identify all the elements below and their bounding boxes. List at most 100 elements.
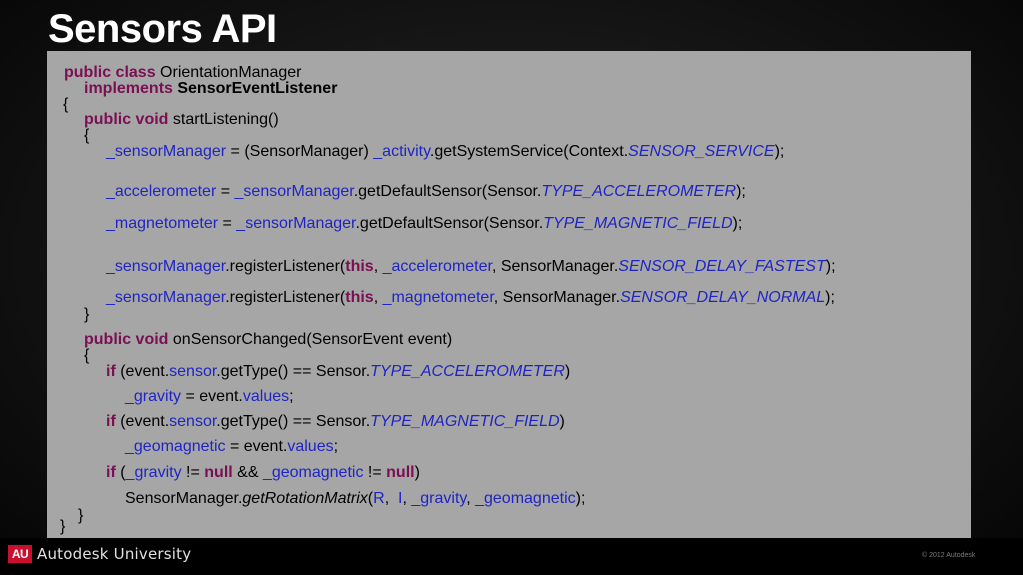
code-text: ) bbox=[559, 413, 565, 430]
code-line-on-sensor-changed: public void onSensorChanged(SensorEvent … bbox=[84, 331, 452, 349]
code-keyword: if bbox=[106, 464, 121, 481]
code-field: _gravity bbox=[125, 464, 182, 481]
code-field: sensor bbox=[169, 413, 217, 430]
code-line-register-magnetometer: _sensorManager.registerListener(this, _m… bbox=[106, 289, 835, 307]
code-text: .getDefaultSensor(Sensor. bbox=[353, 183, 542, 200]
code-text: ); bbox=[575, 490, 586, 507]
code-field: _magnetometer bbox=[382, 289, 494, 306]
code-text: != bbox=[181, 464, 205, 481]
code-text: .registerListener( bbox=[225, 258, 346, 275]
code-field: _activity bbox=[373, 143, 430, 160]
code-field: _magnetometer bbox=[106, 215, 219, 232]
autodesk-university-logo-icon: AU bbox=[8, 545, 32, 563]
code-text: = event. bbox=[225, 438, 288, 455]
code-text: , bbox=[373, 258, 383, 275]
code-line-get-accelerometer: _accelerometer = _sensorManager.getDefau… bbox=[106, 183, 746, 201]
code-line-if-not-null: if (_gravity != null && _geomagnetic != … bbox=[106, 464, 420, 482]
brace-close-start-listening: } bbox=[84, 306, 90, 323]
code-text: (event. bbox=[120, 413, 170, 430]
code-field: _sensorManager bbox=[106, 258, 226, 275]
code-line-assign-geomagnetic: _geomagnetic = event.values; bbox=[125, 438, 338, 456]
code-text: OrientationManager bbox=[160, 64, 302, 81]
code-line-get-magnetometer: _magnetometer = _sensorManager.getDefaul… bbox=[106, 215, 742, 233]
code-text: != bbox=[363, 464, 387, 481]
code-constant: TYPE_ACCELEROMETER bbox=[370, 363, 565, 380]
code-text: .getType() == Sensor. bbox=[216, 413, 371, 430]
code-text: onSensorChanged(SensorEvent event) bbox=[172, 331, 453, 348]
code-text: ) bbox=[414, 464, 420, 481]
code-keyword: if bbox=[106, 363, 121, 380]
code-line-get-system-service: _sensorManager = (SensorManager) _activi… bbox=[106, 143, 784, 161]
code-line-get-rotation-matrix: SensorManager.getRotationMatrix(R, I, _g… bbox=[125, 490, 585, 508]
code-text: ( bbox=[120, 464, 126, 481]
code-panel bbox=[47, 51, 971, 549]
code-text: , bbox=[373, 289, 383, 306]
code-field: values bbox=[242, 388, 290, 405]
code-line-assign-gravity: _gravity = event.values; bbox=[125, 388, 294, 406]
code-text: startListening() bbox=[172, 111, 279, 128]
code-constant: SENSOR_SERVICE bbox=[628, 143, 775, 160]
code-text: ) bbox=[564, 363, 571, 380]
footer-bar bbox=[0, 538, 1023, 575]
code-field: I bbox=[398, 490, 403, 507]
code-text: , bbox=[402, 490, 412, 507]
code-field: _sensorManager bbox=[106, 289, 226, 306]
code-constant: TYPE_MAGNETIC_FIELD bbox=[543, 215, 733, 232]
code-constant: SENSOR_DELAY_FASTEST bbox=[618, 258, 826, 275]
code-field: _sensorManager bbox=[236, 215, 356, 232]
code-text: ); bbox=[736, 183, 746, 200]
code-text: = (SensorManager) bbox=[226, 143, 374, 160]
code-keyword: this bbox=[345, 289, 374, 306]
brace-open-on-sensor-changed: { bbox=[84, 347, 90, 364]
code-type: SensorEventListener bbox=[177, 80, 338, 97]
footer-brand: Autodesk University bbox=[37, 545, 192, 563]
code-field: _geomagnetic bbox=[262, 464, 364, 481]
code-constant: SENSOR_DELAY_NORMAL bbox=[620, 289, 826, 306]
code-text: = event. bbox=[181, 388, 243, 405]
code-text: , SensorManager. bbox=[493, 289, 621, 306]
code-text: ); bbox=[774, 143, 785, 160]
code-method: getRotationMatrix bbox=[242, 490, 368, 507]
code-field: _sensorManager bbox=[106, 143, 227, 160]
code-text: .getDefaultSensor(Sensor. bbox=[355, 215, 544, 232]
code-text: SensorManager. bbox=[125, 490, 243, 507]
code-line-class-declaration: public class OrientationManager bbox=[64, 64, 301, 82]
code-constant: TYPE_ACCELEROMETER bbox=[541, 183, 737, 200]
code-text: .getType() == Sensor. bbox=[216, 363, 371, 380]
code-text: (event. bbox=[120, 363, 170, 380]
code-keyword: public void bbox=[84, 111, 173, 128]
code-line-if-magnetic-field: if (event.sensor.getType() == Sensor.TYP… bbox=[106, 413, 565, 431]
code-text: ); bbox=[732, 215, 743, 232]
slide-title: Sensors API bbox=[48, 7, 277, 51]
brace-open-class: { bbox=[63, 96, 69, 113]
code-line-if-accelerometer: if (event.sensor.getType() == Sensor.TYP… bbox=[106, 363, 570, 381]
code-field: _sensorManager bbox=[234, 183, 354, 200]
code-keyword: if bbox=[106, 413, 121, 430]
code-text: ; bbox=[289, 388, 294, 405]
code-constant: TYPE_MAGNETIC_FIELD bbox=[370, 413, 560, 430]
code-text: ); bbox=[825, 258, 836, 275]
code-field: _accelerometer bbox=[382, 258, 492, 275]
footer-copyright: © 2012 Autodesk bbox=[922, 552, 976, 559]
code-text: , bbox=[466, 490, 476, 507]
code-field: values bbox=[287, 438, 334, 455]
code-keyword: this bbox=[345, 258, 374, 275]
code-field: _geomagnetic bbox=[125, 438, 226, 455]
code-keyword: null bbox=[204, 464, 233, 481]
code-keyword: public void bbox=[84, 331, 173, 348]
code-line-register-accelerometer: _sensorManager.registerListener(this, _a… bbox=[106, 258, 836, 276]
code-field: _geomagnetic bbox=[475, 490, 576, 507]
code-keyword: implements bbox=[84, 80, 178, 97]
code-text: && bbox=[232, 464, 263, 481]
code-text: , bbox=[384, 490, 399, 507]
code-line-implements: implements SensorEventListener bbox=[84, 80, 337, 98]
code-text: .getSystemService(Context. bbox=[429, 143, 629, 160]
code-field: _accelerometer bbox=[106, 183, 217, 200]
code-field: sensor bbox=[169, 363, 217, 380]
code-text: ); bbox=[825, 289, 835, 306]
code-text: .registerListener( bbox=[225, 289, 346, 306]
brace-close-class: } bbox=[60, 518, 66, 535]
code-field: _gravity bbox=[125, 388, 182, 405]
code-text: , SensorManager. bbox=[491, 258, 619, 275]
code-text: = bbox=[218, 215, 237, 232]
